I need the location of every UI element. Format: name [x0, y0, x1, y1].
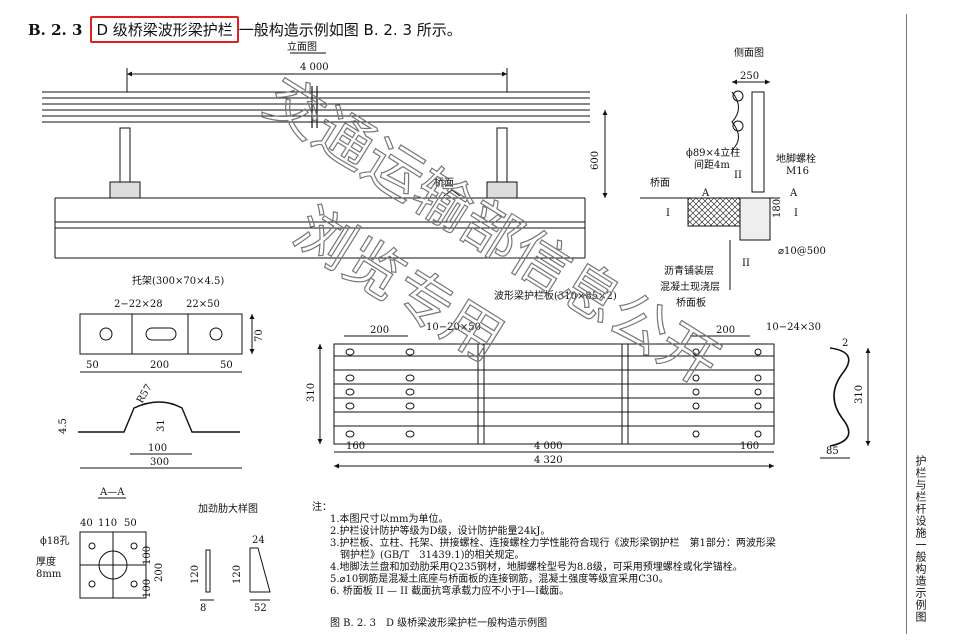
beam-holes-a: 10−20×50: [426, 322, 481, 333]
bracket-dim-31: 31: [156, 419, 167, 432]
bracket-dim-100: 100: [148, 443, 167, 454]
side-mark-a-left: A: [701, 188, 710, 199]
side-deck-label: 桥面: [650, 177, 670, 189]
side-dim-180: 180: [772, 199, 783, 218]
side-anchor: 地脚螺栓: [776, 152, 816, 165]
margin-rule: [906, 14, 907, 634]
section-aa-d40: 40: [80, 518, 93, 529]
section-aa-view: A—A 40 110 50 ϕ18孔 厚度 8mm 100 100 200: [36, 487, 165, 599]
heading-rest: 一般构造示例如图 B. 2. 3 所示。: [238, 21, 462, 39]
highlighted-title: D 级桥梁波形梁护栏: [90, 16, 239, 43]
side-dim-width: 250: [740, 71, 759, 82]
bracket-dim-b: 200: [150, 360, 169, 371]
bracket-title: 托架(300×70×4.5): [132, 274, 224, 287]
side-mark-a-right: A: [789, 188, 798, 199]
section-aa-thick2: 8mm: [36, 569, 62, 580]
beam-dim-4000: 4 000: [534, 441, 563, 452]
beam-dim-160a: 160: [346, 441, 365, 452]
side-mark-i-right: I: [794, 208, 798, 219]
side-layer-3: 桥面板: [676, 296, 706, 309]
section-aa-d100b: 100: [142, 579, 153, 598]
bracket-view: 托架(300×70×4.5) 2−22×28 22×50 70 50 200 5…: [58, 274, 265, 469]
stiffener-view: 加劲肋大样图 120 8 24 120 52: [190, 502, 271, 614]
section-aa-thick1: 厚度: [36, 555, 56, 568]
stiffener-d8: 8: [200, 603, 206, 614]
side-mark-i-left: I: [666, 208, 670, 219]
note-item: 3.护栏板、立柱、托架、拼接螺栓、连接螺栓力学性能符合现行《波形梁钢护栏 第1部…: [330, 538, 776, 549]
side-layer-1: 沥青铺装层: [664, 264, 714, 277]
side-mark-ii-top: II: [734, 170, 742, 181]
notes-block: 注： 1.本图尺寸以mm为单位。 2.护栏设计防护等级为D级，设计防护能量24k…: [312, 502, 776, 598]
beam-dim-4320: 4 320: [534, 455, 563, 466]
side-layer-2: 混凝土现浇层: [660, 280, 720, 293]
bracket-dim-a: 50: [86, 360, 99, 371]
stiffener-d24: 24: [252, 535, 265, 546]
beam-dim-200b: 200: [716, 325, 735, 336]
elevation-dim-length: 4 000: [300, 62, 329, 73]
side-spacing: 间距4m: [694, 158, 730, 171]
beam-dim-200a: 200: [370, 325, 389, 336]
side-mark-ii-bottom: II: [742, 258, 750, 269]
note-item: 1.本图尺寸以mm为单位。: [330, 514, 449, 525]
section-aa-d200: 200: [154, 563, 165, 582]
figure-caption: 图 B. 2. 3 D 级桥梁波形梁护栏一般构造示例图: [330, 618, 548, 629]
section-aa-d50: 50: [124, 518, 137, 529]
note-item: 6. 桥面板 II — II 截面抗弯承载力应不小于I—I截面。: [330, 586, 570, 597]
section-aa-d110: 110: [98, 518, 117, 529]
side-running-title: 护栏与栏杆设施一般构造示例图: [914, 455, 927, 623]
beam-dim-160b: 160: [740, 441, 759, 452]
side-title: 侧面图: [734, 46, 764, 59]
elevation-title: 立面图: [287, 40, 317, 53]
stiffener-d52: 52: [254, 603, 267, 614]
section-aa-title: A—A: [99, 487, 125, 498]
note-item: 钢护栏》(GB/T 31439.1)的相关规定。: [330, 550, 525, 561]
elevation-deck-label: 桥面: [434, 177, 454, 189]
beam-holes-b: 10−24×30: [766, 322, 821, 333]
beam-sec-2: 2: [842, 338, 848, 349]
note-item: 2.护栏设计防护等级为D级，设计防护能量24kJ。: [330, 526, 551, 537]
beam-dim-310: 310: [306, 383, 317, 402]
side-anchor-size: M16: [786, 166, 809, 177]
section-heading: B. 2. 3 D 级桥梁波形梁护栏一般构造示例如图 B. 2. 3 所示。: [28, 16, 462, 43]
beam-sec-85: 85: [826, 446, 839, 457]
section-aa-d100a: 100: [142, 546, 153, 565]
side-post: ϕ89×4立柱: [686, 146, 740, 159]
notes-head: 注：: [312, 502, 332, 513]
note-item: 4.地脚法兰盘和加劲肋采用Q235钢材，地脚螺栓型号为8.8级，可采用预埋螺栓或…: [330, 562, 743, 573]
bracket-hole-1: 2−22×28: [114, 299, 163, 310]
section-number: B. 2. 3: [28, 21, 83, 39]
beam-plate-view: 波形梁护栏板(310×85×2) 200 10−20×50 200 10−24×…: [306, 289, 871, 469]
stiffener-title: 加劲肋大样图: [198, 502, 258, 515]
bracket-dim-300: 300: [150, 457, 169, 468]
elevation-dim-height: 600: [590, 151, 601, 170]
bracket-hole-2: 22×50: [186, 299, 220, 310]
side-rebar: ⌀10@500: [778, 246, 826, 257]
bracket-dim-t: 4.5: [58, 418, 69, 434]
beam-title: 波形梁护栏板(310×85×2): [494, 289, 617, 302]
stiffener-d120a: 120: [190, 565, 201, 584]
elevation-view: 立面图 4 000 桥面 600: [42, 40, 608, 259]
side-view: 侧面图 250 ϕ89×4立柱 间距4m 地脚螺栓 M16 桥面 A A II …: [640, 46, 826, 309]
note-item: 5.⌀10钢筋是混凝土底座与桥面板的连接钢筋，混凝土强度等级宜采用C30。: [330, 574, 669, 585]
bracket-dim-c: 50: [220, 360, 233, 371]
section-aa-hole: ϕ18孔: [40, 535, 70, 547]
stiffener-d120b: 120: [232, 565, 243, 584]
beam-sec-310: 310: [854, 385, 865, 404]
bracket-dim-h: 70: [254, 329, 265, 342]
